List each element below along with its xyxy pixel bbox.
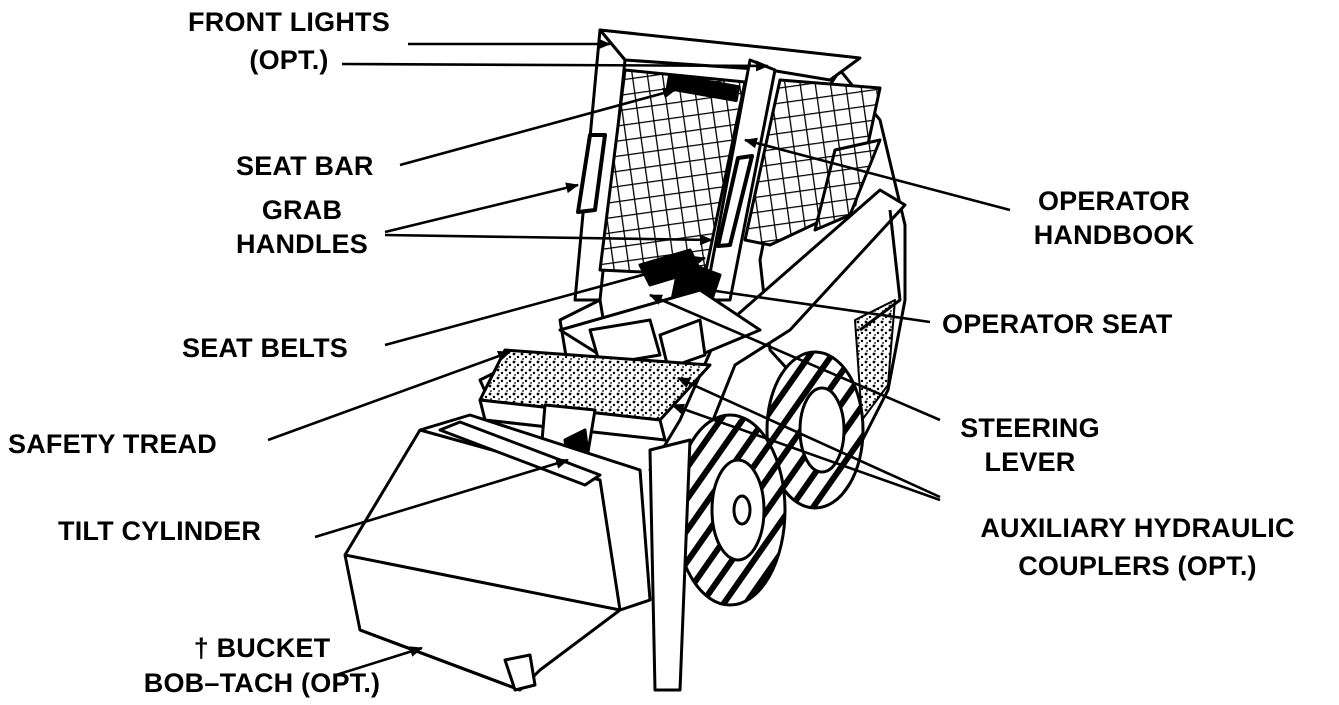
leader-steering-lever (649, 293, 941, 422)
leader-operator-handbook (743, 137, 1011, 212)
label-grab-handles: GRAB HANDLES (222, 194, 382, 261)
leader-tilt-cylinder (314, 458, 570, 539)
leader-seat-belts (384, 255, 707, 347)
label-steering-lever-line2: LEVER (984, 447, 1076, 477)
seat-bar (665, 73, 741, 102)
leader-safety-tread (267, 350, 512, 442)
label-operator-handbook-line2: HANDBOOK (1033, 220, 1195, 250)
label-front-lights: FRONT LIGHTS (OPT.) (160, 6, 418, 77)
label-steering-lever: STEERING LEVER (935, 412, 1125, 479)
grab-handle-right (716, 154, 754, 248)
grab-handle-left (576, 133, 607, 214)
leader-bucket (335, 646, 424, 677)
label-safety-tread: SAFETY TREAD (8, 429, 217, 459)
leader-aux-couplers-2 (670, 403, 941, 502)
label-steering-lever-line1: STEERING (960, 413, 1100, 443)
label-aux-couplers-line1: AUXILIARY HYDRAULIC (980, 513, 1295, 543)
bucket (343, 413, 652, 692)
leader-grab-handles-2 (384, 233, 714, 246)
machine-drawing (343, 28, 907, 692)
label-operator-handbook-line1: OPERATOR (1037, 186, 1191, 216)
label-operator-handbook: OPERATOR HANDBOOK (1008, 185, 1220, 252)
label-operator-seat: OPERATOR SEAT (942, 309, 1173, 339)
label-aux-couplers-line2: COUPLERS (OPT.) (1018, 551, 1257, 581)
label-bucket-line2: BOB–TACH (OPT.) (143, 668, 381, 698)
label-aux-couplers: AUXILIARY HYDRAULIC COUPLERS (OPT.) (940, 512, 1335, 583)
leader-aux-couplers-1 (677, 376, 941, 499)
label-bucket-line1: † BUCKET (193, 633, 331, 663)
label-grab-handles-line1: GRAB (261, 195, 343, 225)
label-tilt-cylinder: TILT CYLINDER (58, 516, 262, 546)
label-bucket: † BUCKET BOB–TACH (OPT.) (130, 632, 394, 700)
leader-lines (267, 38, 1011, 677)
leader-operator-seat (693, 284, 931, 324)
leader-front-lights-2 (341, 60, 770, 72)
label-grab-handles-line2: HANDLES (236, 229, 368, 259)
label-seat-belts: SEAT BELTS (182, 333, 349, 363)
label-front-lights-line2: (OPT.) (249, 45, 329, 75)
leader-seat-bar (399, 87, 677, 167)
leader-grab-handles-1 (384, 182, 580, 234)
label-front-lights-line1: FRONT LIGHTS (188, 7, 390, 37)
label-seat-bar: SEAT BAR (236, 151, 374, 181)
